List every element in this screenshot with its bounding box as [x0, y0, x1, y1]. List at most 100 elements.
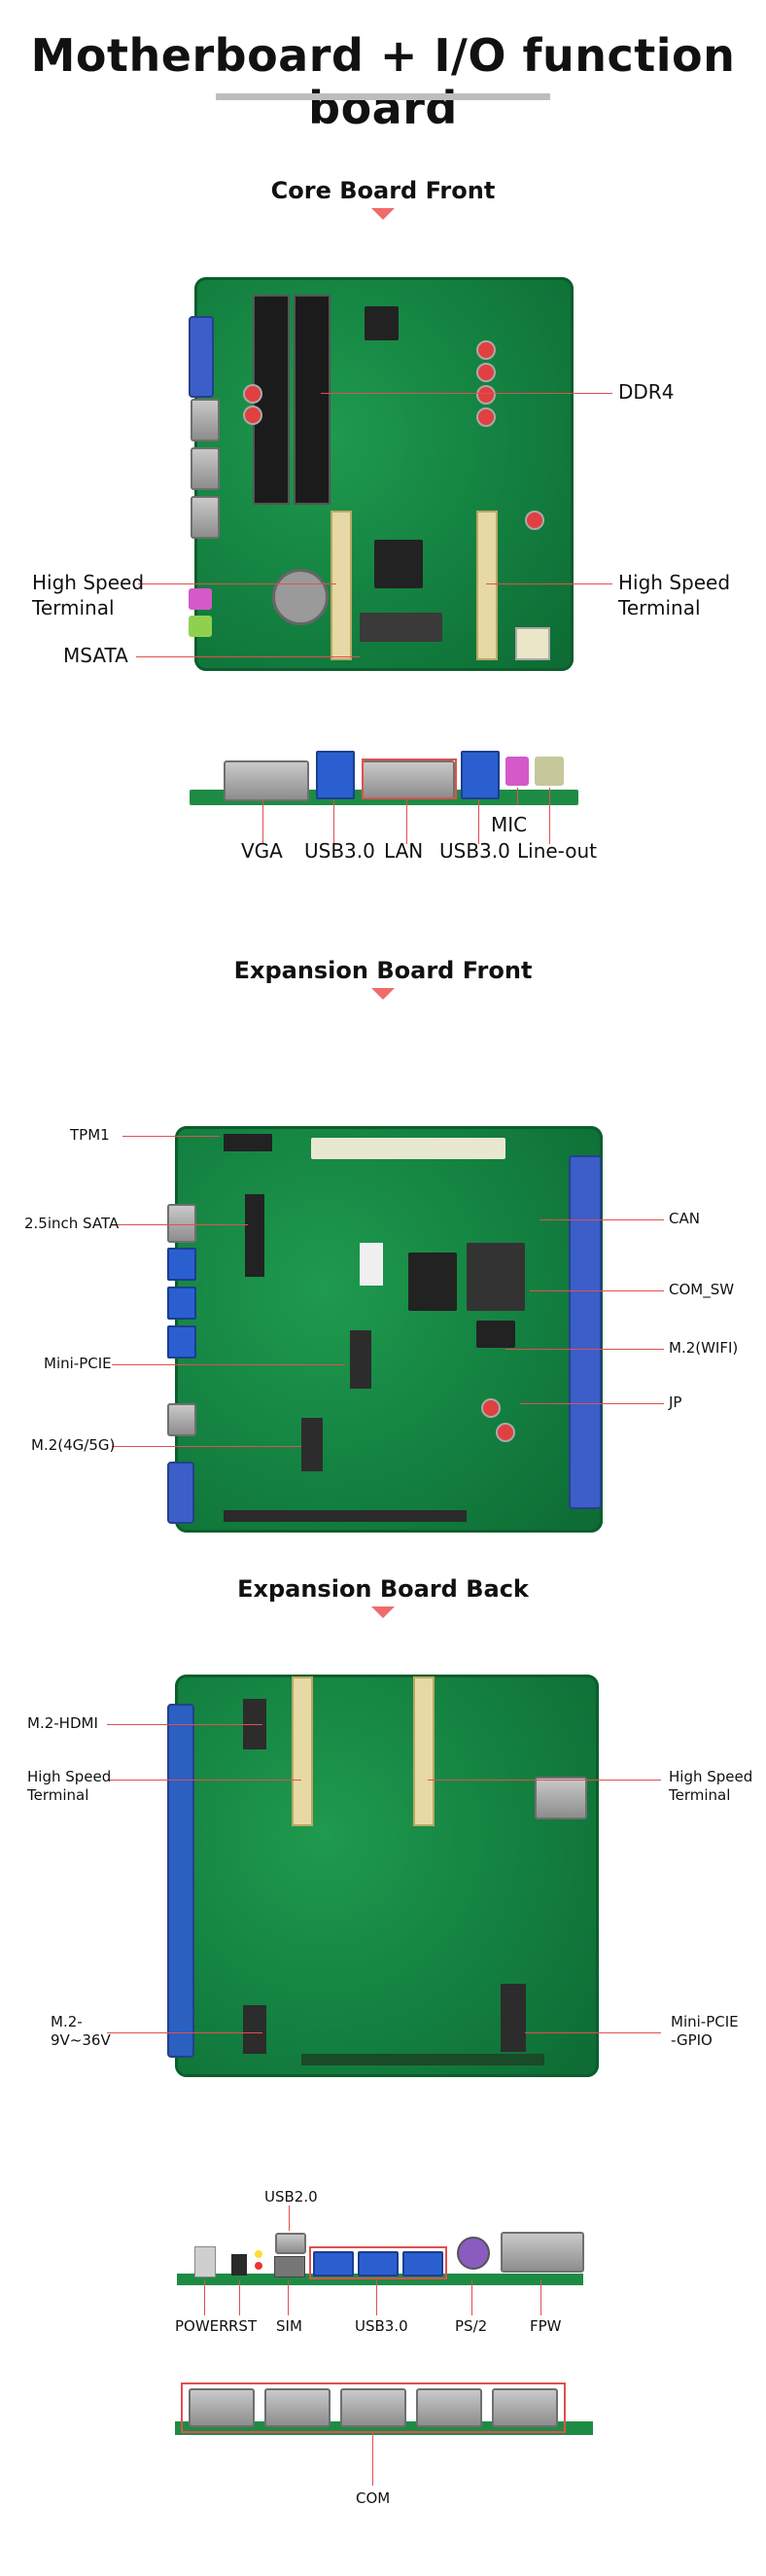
capacitor-icon [476, 407, 496, 427]
usb3-port-icon [313, 2251, 354, 2276]
usb3-port-icon [167, 1325, 196, 1359]
section-arrow-icon [371, 208, 395, 220]
leader-line [549, 788, 550, 844]
high-speed-connector-icon [224, 1510, 467, 1522]
usb-port-icon [167, 1204, 196, 1243]
section-arrow-icon [371, 988, 395, 1000]
sata-connector-icon [245, 1194, 264, 1277]
leader-line [321, 393, 612, 394]
label-jp: JP [669, 1394, 682, 1411]
label-power: POWER [175, 2317, 229, 2335]
leader-line [428, 1780, 661, 1781]
leader-line [478, 799, 479, 844]
com-switch-icon [467, 1243, 525, 1311]
ddr4-slot-icon [294, 295, 331, 505]
power-button-icon [194, 2246, 216, 2277]
label-sim: SIM [276, 2317, 302, 2335]
capacitor-icon [496, 1423, 515, 1442]
label-minipcie-gpio-2: -GPIO [671, 2031, 713, 2049]
label-can: CAN [669, 1210, 700, 1227]
leader-line [372, 2431, 373, 2486]
label-sata: 2.5inch SATA [24, 1215, 120, 1232]
expansion-front-image [167, 1126, 603, 1533]
label-minipcie: Mini-PCIE [44, 1355, 112, 1372]
usb-port-icon [191, 399, 220, 441]
com-port-icon [264, 2388, 331, 2427]
label-high-speed-right-2: Terminal [669, 1786, 731, 1804]
label-usb30-left: USB3.0 [304, 839, 375, 863]
usb3-port-icon [167, 1287, 196, 1320]
msata-slot-icon [360, 613, 442, 642]
section-arrow-icon [371, 1606, 395, 1618]
usb2-port-icon [275, 2233, 306, 2254]
line-out-jack-icon [535, 757, 564, 786]
leader-line [289, 2205, 290, 2231]
leader-line [107, 2032, 262, 2033]
label-fpw: FPW [530, 2317, 562, 2335]
label-usb30: USB3.0 [355, 2317, 408, 2335]
label-lan: LAN [384, 839, 424, 863]
leader-line [107, 1724, 262, 1725]
usb-port-icon [167, 1403, 196, 1436]
capacitor-icon [243, 406, 262, 425]
label-msata: MSATA [63, 644, 128, 667]
warning-sticker [311, 1138, 505, 1159]
capacitor-icon [525, 511, 544, 530]
vga-port-icon [224, 760, 309, 801]
core-board-image [189, 277, 574, 671]
capacitor-icon [476, 340, 496, 360]
com-port-icon [340, 2388, 406, 2427]
chip-icon [374, 540, 423, 588]
leader-line [262, 799, 263, 844]
com-port-column-icon [167, 1704, 194, 2058]
label-mic: MIC [491, 813, 528, 836]
m2-slot-icon [301, 1418, 323, 1471]
chip-icon [408, 1253, 457, 1311]
capacitor-icon [243, 384, 262, 404]
vga-port-icon [189, 316, 214, 398]
capacitor-icon [476, 363, 496, 382]
leader-line [112, 1224, 248, 1225]
line-out-jack-icon [189, 616, 212, 637]
leader-line [138, 583, 336, 584]
leader-line [471, 2280, 472, 2315]
label-high-speed-left-2: Terminal [27, 1786, 89, 1804]
label-minipcie-gpio-1: Mini-PCIE [671, 2013, 739, 2030]
capacitor-icon [481, 1398, 501, 1418]
usb3-highlight [309, 2246, 447, 2279]
sim-slot-icon [274, 2256, 305, 2277]
leader-line [486, 583, 612, 584]
label-sticker [360, 1243, 383, 1286]
leader-line [517, 788, 518, 805]
com-port-icon [167, 1462, 194, 1524]
page-title: Motherboard + I/O function board [30, 29, 736, 134]
leader-line [109, 1780, 301, 1781]
tpm-header-icon [224, 1134, 272, 1151]
label-ps2: PS/2 [455, 2317, 488, 2335]
fpw-port-icon [501, 2232, 584, 2273]
label-m2-4g5g: M.2(4G/5G) [31, 1436, 116, 1454]
high-speed-terminal-icon [331, 511, 352, 660]
power-connector-icon [515, 627, 550, 660]
cmos-battery-icon [272, 569, 329, 625]
leader-line [112, 1364, 345, 1365]
label-line-out: Line-out [517, 839, 598, 863]
sim-slot-icon [535, 1777, 587, 1819]
label-high-speed-left-1: High Speed [27, 1768, 112, 1785]
leader-line [333, 799, 334, 844]
label-high-speed-left-2: Terminal [32, 596, 115, 619]
label-usb30-right: USB3.0 [439, 839, 510, 863]
label-high-speed-right-2: Terminal [618, 596, 701, 619]
leader-line [525, 2032, 661, 2033]
label-com-sw: COM_SW [669, 1281, 735, 1298]
usb3-port-icon [316, 751, 355, 799]
mic-jack-icon [505, 757, 529, 786]
leader-line [112, 1446, 301, 1447]
chip-icon [476, 1321, 515, 1348]
chip-icon [365, 306, 399, 340]
leader-line [520, 1403, 664, 1404]
section-title-core-front: Core Board Front [270, 177, 496, 204]
leader-line [239, 2280, 240, 2315]
ps2-port-icon [457, 2237, 490, 2270]
label-com: COM [356, 2489, 391, 2507]
